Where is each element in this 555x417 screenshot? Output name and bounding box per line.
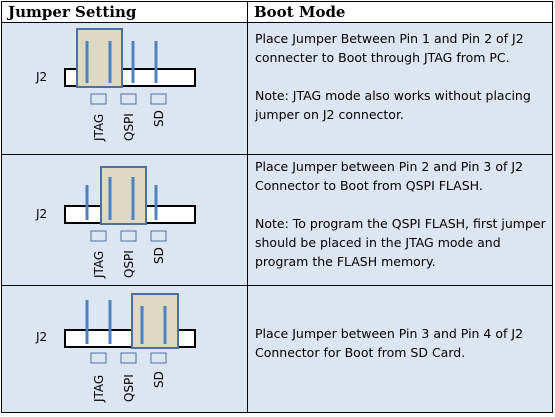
pad-jtag — [90, 93, 107, 105]
pad-sd — [150, 93, 167, 105]
pad-jtag — [90, 230, 107, 242]
jumper-diagram-sd: J2 JTAG QSPI SD — [2, 286, 247, 412]
pin-label-sd: SD — [152, 247, 166, 264]
pin-label-qspi: QSPI — [122, 113, 136, 141]
table-row-jtag: J2 JTAG QSPI SD Place Jumper Between Pin… — [2, 23, 552, 155]
description-note: Note: JTAG mode also works without placi… — [255, 88, 531, 122]
description-note: Note: To program the QSPI FLASH, first j… — [255, 216, 546, 269]
pin-label-qspi: QSPI — [122, 250, 136, 278]
pad-qspi — [120, 352, 137, 364]
jumper-diagram-jtag: J2 JTAG QSPI SD — [2, 23, 247, 154]
description-text: Place Jumper between Pin 3 and Pin 4 of … — [255, 326, 524, 360]
pin-label-jtag: JTAG — [92, 251, 106, 279]
pin-label-sd: SD — [152, 110, 166, 127]
pad-sd — [150, 352, 167, 364]
connector-label: J2 — [35, 330, 47, 344]
pad-qspi — [120, 230, 137, 242]
jumper-cap — [100, 166, 147, 225]
description-text: Place Jumper between Pin 2 and Pin 3 of … — [255, 159, 524, 193]
table-header: Jumper Setting Boot Mode — [2, 2, 552, 23]
table-row-qspi: J2 JTAG QSPI SD Place Jumper between Pin… — [2, 155, 552, 286]
pin-label-sd: SD — [152, 371, 166, 388]
description-jtag: Place Jumper Between Pin 1 and Pin 2 of … — [255, 29, 547, 124]
header-boot-mode: Boot Mode — [254, 3, 346, 21]
pad-jtag — [90, 352, 107, 364]
jumper-cap — [131, 293, 179, 349]
pin-label-qspi: QSPI — [122, 374, 136, 402]
jumper-cap — [76, 28, 123, 88]
pin-label-jtag: JTAG — [92, 375, 106, 403]
description-text: Place Jumper Between Pin 1 and Pin 2 of … — [255, 31, 524, 65]
connector-label: J2 — [35, 70, 47, 84]
pad-sd — [150, 230, 167, 242]
column-divider — [247, 2, 248, 412]
table-row-sd: J2 JTAG QSPI SD Place Jumper between Pin… — [2, 286, 552, 412]
pin-label-jtag: JTAG — [92, 114, 106, 142]
jumper-diagram-qspi: J2 JTAG QSPI SD — [2, 155, 247, 285]
header-jumper-setting: Jumper Setting — [8, 3, 137, 21]
description-qspi: Place Jumper between Pin 2 and Pin 3 of … — [255, 157, 547, 271]
pad-qspi — [120, 93, 137, 105]
description-sd: Place Jumper between Pin 3 and Pin 4 of … — [255, 324, 547, 362]
connector-label: J2 — [35, 207, 47, 221]
